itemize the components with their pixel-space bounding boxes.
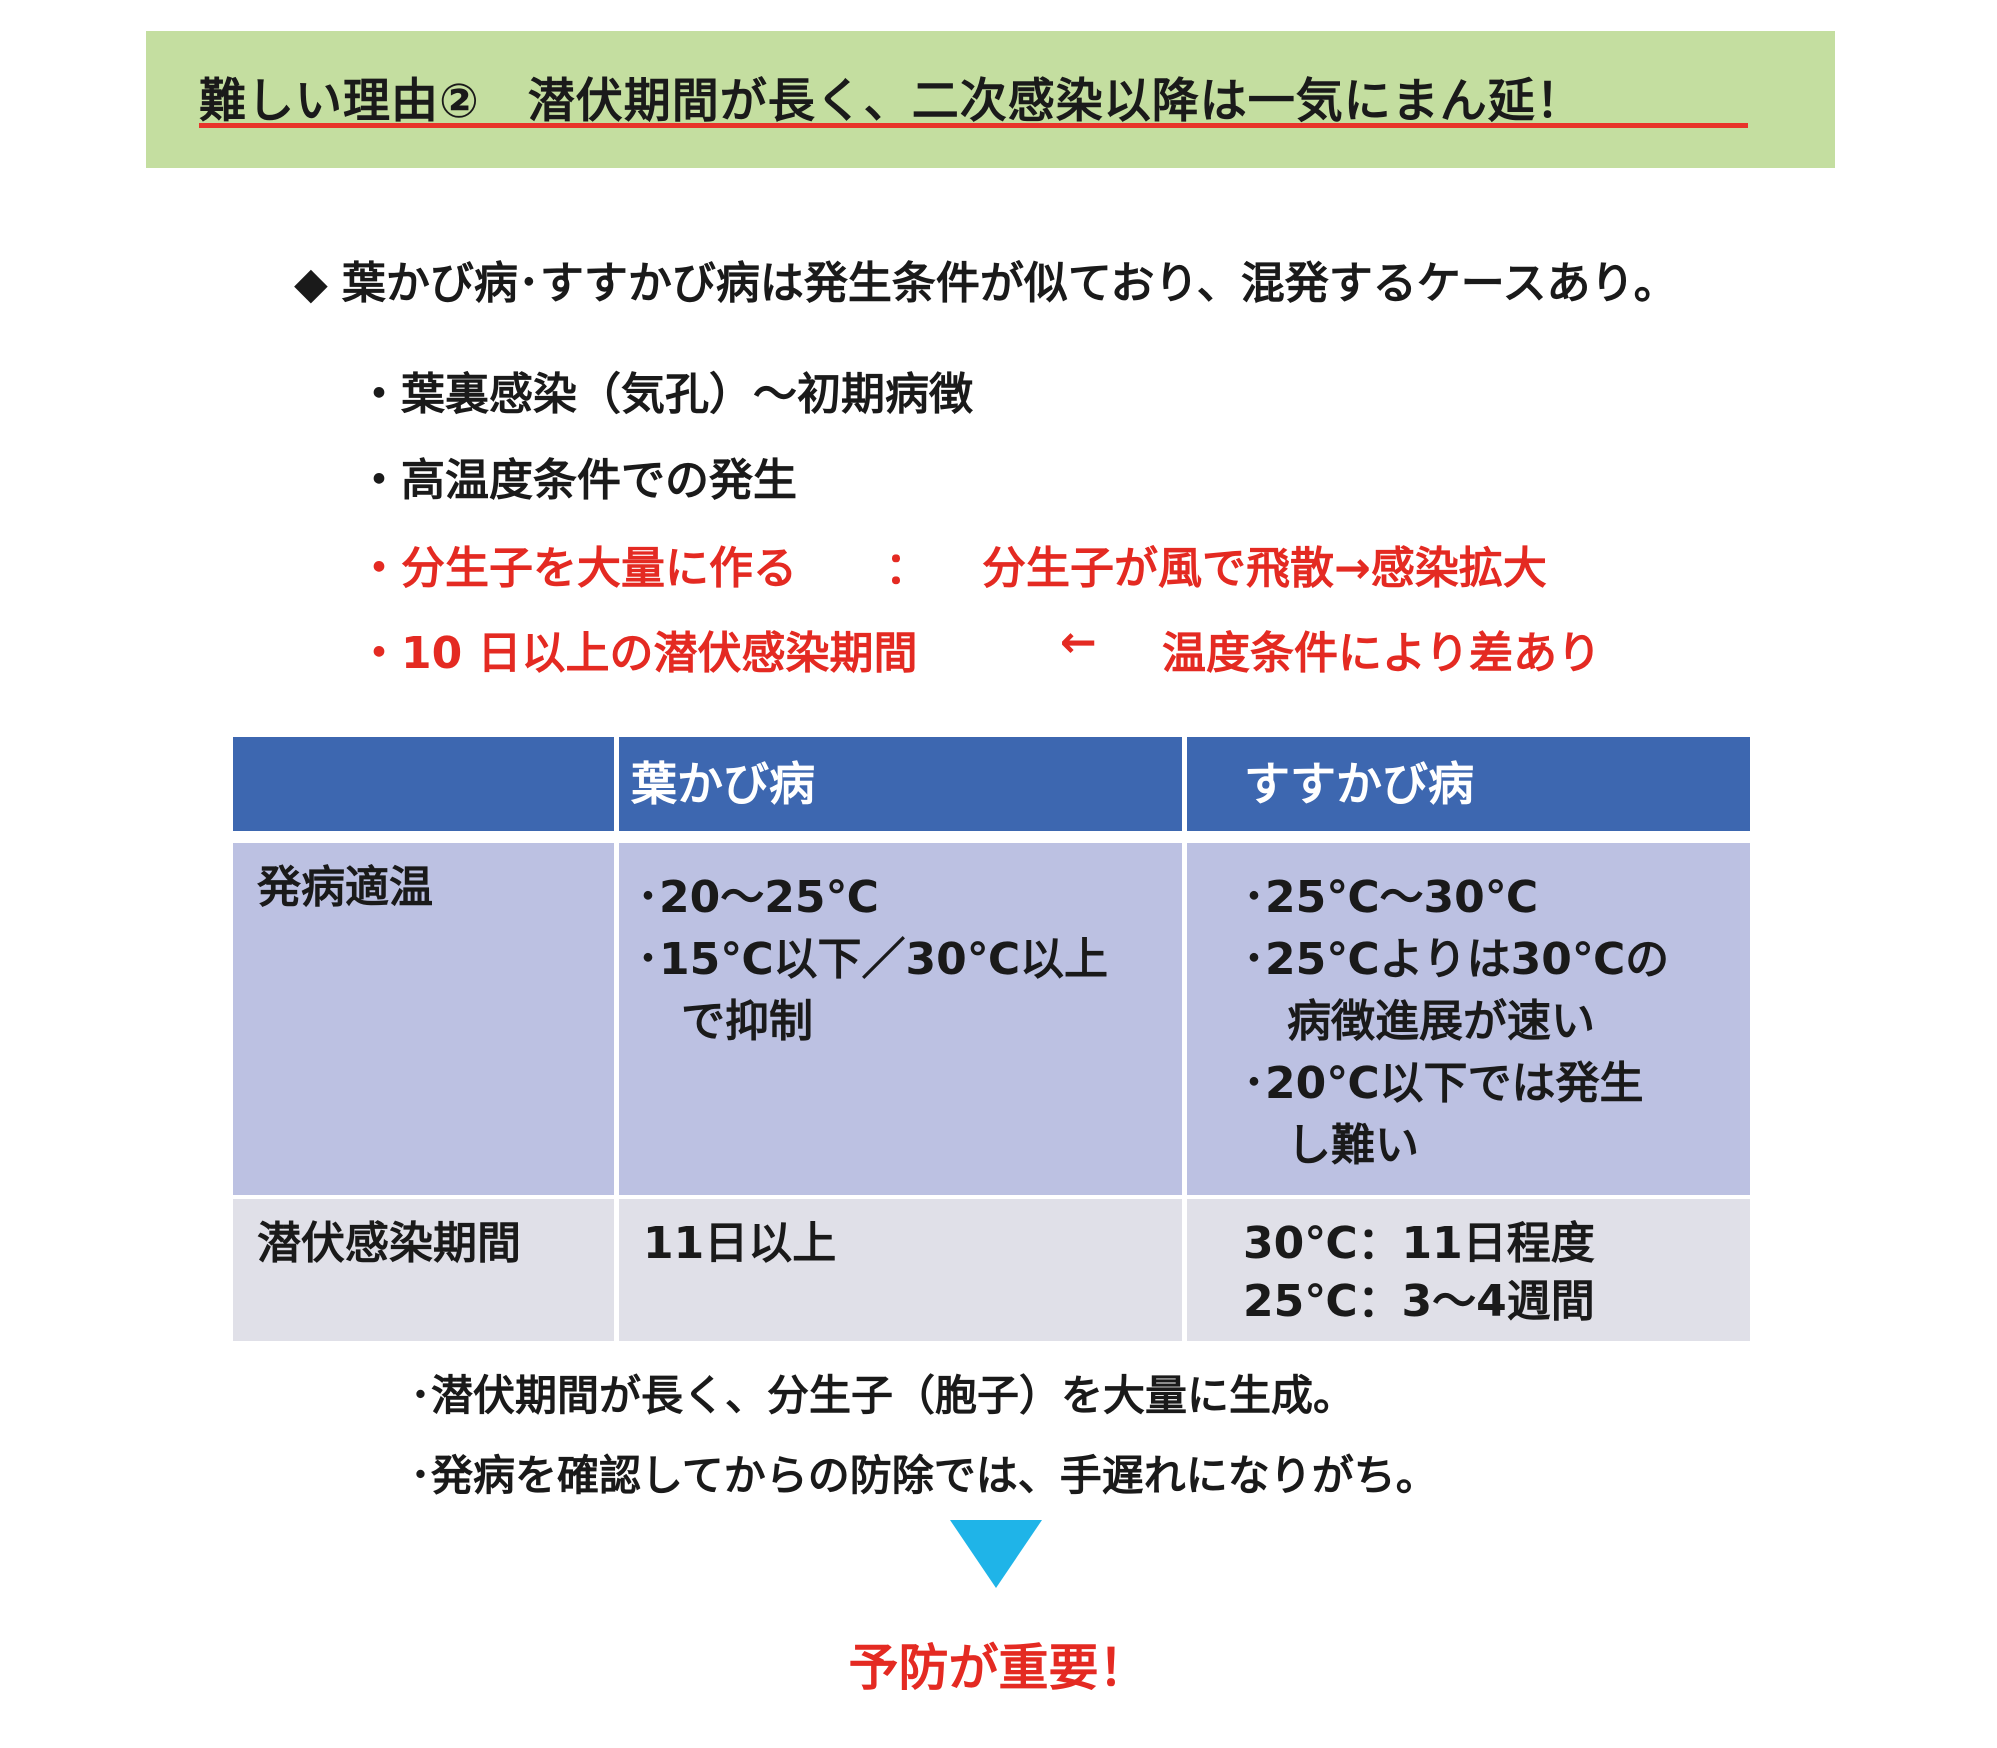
table-row-label-latent: 潜伏感染期間 [233,1199,614,1341]
table-row-label-temp: 発病適温 [233,843,614,1195]
diamond-bullet-icon: ◆ [294,258,328,309]
table-cell-sooty-temp: ･25℃～30℃ ･25℃よりは30℃の 病徴進展が速い ･20℃以下では発生 … [1187,843,1750,1195]
bullet-latent-period: ・10 日以上の潜伏感染期間 [357,628,918,679]
table-cell-leaf-latent: 11日以上 [619,1199,1182,1341]
bullet-high-temp: ・高温度条件での発生 [357,455,797,506]
bullet-latent-detail: 温度条件により差あり [1162,628,1602,679]
conclusion-text: 予防が重要！ [848,1639,1149,1697]
table-header-empty [233,737,614,831]
bullet-conidia: ・分生子を大量に作る [357,543,797,594]
bullet-conidia-detail: 分生子が風で飛散→感染拡大 [982,543,1547,594]
down-triangle-icon [950,1520,1042,1588]
title-banner [146,31,1835,168]
table-header-leaf-mold: 葉かび病 [619,737,1182,831]
table-cell-sooty-latent: 30℃：11日程度 25℃：3～4週間 [1187,1199,1750,1341]
table-header-sooty-mold: すすかび病 [1187,737,1750,831]
intro-text: 葉かび病･すすかび病は発生条件が似ており、混発するケースあり。 [341,258,1678,309]
left-arrow-icon: ← [1060,617,1097,668]
bullet-conidia-colon: ： [885,543,929,594]
table-cell-leaf-temp: ･20～25℃ ･15℃以下／30℃以上 で抑制 [619,843,1182,1195]
note-too-late: ･発病を確認してからの防除では、手遅れになりがち。 [410,1451,1438,1500]
bullet-leaf-infection: ・葉裏感染（気孔）～初期病徴 [357,369,973,420]
note-latent-long: ･潜伏期間が長く、分生子（胞子）を大量に生成。 [410,1371,1356,1420]
title-underline [199,123,1748,128]
intro-line: ◆ 葉かび病･すすかび病は発生条件が似ており、混発するケースあり。 [294,247,1678,311]
page-title: 難しい理由② 潜伏期間が長く、二次感染以降は一気にまん延！ [199,74,1584,129]
